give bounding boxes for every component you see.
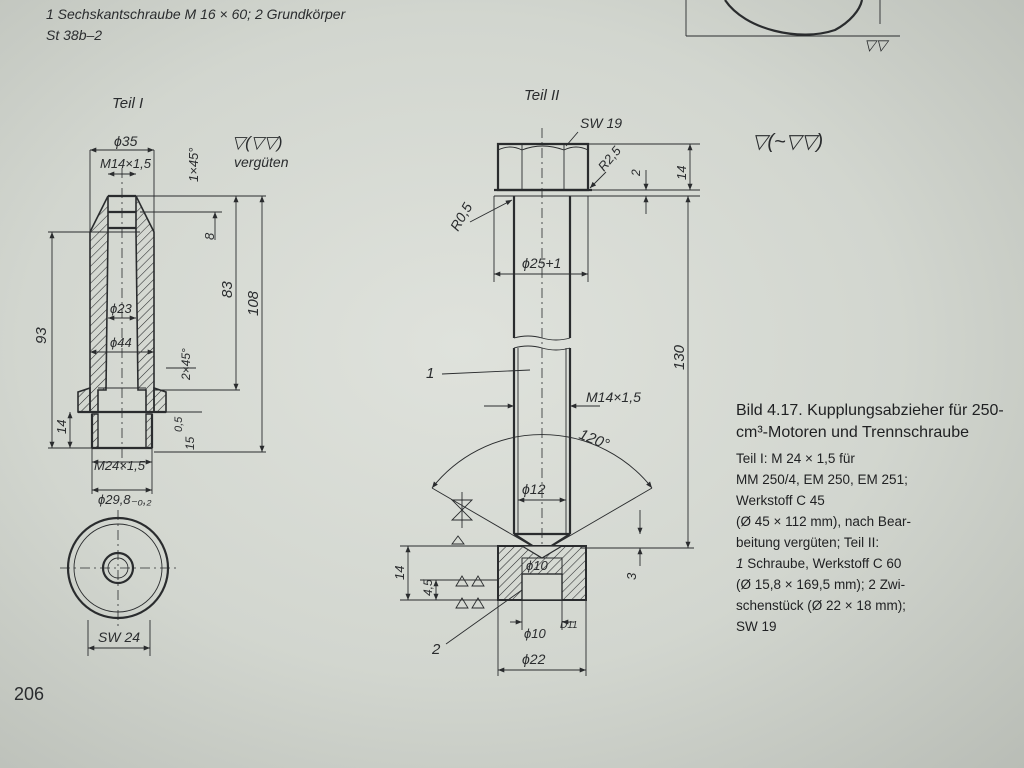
dim-thread-bottom: M24×1,5 — [94, 458, 146, 473]
part2-drawing: Teil II ▽(~▽▽) SW 19 R2,5 14 2 — [392, 87, 823, 676]
dim-d12: ϕ12 — [522, 481, 546, 497]
dim-chamfer-mid: 2×45° — [179, 348, 193, 381]
part2-label: Teil II — [524, 87, 559, 104]
pos-1: 1 — [426, 365, 434, 382]
dim-sw24: SW 24 — [98, 629, 140, 645]
header-text: 1 Sechskantschraube M 16 × 60; 2 Grundkö… — [46, 4, 345, 46]
dim-14-head: 14 — [674, 166, 689, 180]
caption-line-8: schenstück (Ø 22 × 18 mm); — [736, 598, 906, 613]
header-line-2: St 38b–2 — [46, 27, 103, 43]
dim-thread-top: M14×1,5 — [100, 156, 152, 171]
dim-r05: R0,5 — [447, 200, 476, 234]
caption-line-3: Werkstoff C 45 — [736, 493, 825, 508]
dim-chamfer-top: 1×45° — [186, 148, 201, 182]
dim-120deg: 120° — [577, 426, 612, 453]
caption-line-5: beitung vergüten; Teil II: — [736, 535, 880, 550]
dim-14-spacer: 14 — [392, 566, 407, 580]
caption-line-2: MM 250/4, EM 250, EM 251; — [736, 472, 908, 487]
dim-d10-b: ϕ10 — [524, 626, 546, 641]
caption-pos-1: 1 — [736, 556, 744, 571]
part1-drawing: Teil I ▽(▽▽) vergüten ϕ35 M14×1,5 — [33, 95, 289, 656]
dim-thread-part2: M14×1,5 — [586, 389, 641, 405]
dim-108: 108 — [245, 290, 262, 316]
caption-title: Bild 4.17. Kupplungsabzieher für 250-cm³… — [736, 402, 1004, 441]
page-number: 206 — [14, 684, 45, 704]
caption-line-6: 1 Schraube, Werkstoff C 60 — [736, 553, 1016, 574]
dim-r25: R2,5 — [595, 143, 625, 174]
dim-d44: ϕ44 — [110, 335, 132, 350]
part1-label: Teil I — [112, 95, 143, 112]
header-line-1: 1 Sechskantschraube M 16 × 60; 2 Grundkö… — [46, 6, 346, 22]
caption-line-9: SW 19 — [736, 619, 777, 634]
caption-line-4: (Ø 45 × 112 mm), nach Bear- — [736, 514, 911, 529]
dim-93: 93 — [33, 327, 50, 344]
caption-body: Teil I: M 24 × 1,5 für MM 250/4, EM 250,… — [736, 448, 1016, 637]
top-partial-view: ▽▽ — [685, 0, 900, 54]
dim-d298: ϕ29,8₋₀,₂ — [98, 492, 151, 507]
caption-line-7: (Ø 15,8 × 169,5 mm); 2 Zwi- — [736, 577, 906, 592]
dim-sw19: SW 19 — [580, 115, 622, 131]
surface-symbol-top: ▽▽ — [864, 37, 890, 54]
dim-d25: ϕ25+1 — [522, 255, 561, 271]
dim-14-part1: 14 — [54, 420, 69, 434]
dim-130: 130 — [671, 344, 688, 370]
dim-3: 3 — [624, 572, 639, 580]
figure-caption: Bild 4.17. Kupplungsabzieher für 250-cm³… — [736, 400, 1016, 637]
dim-fit-d11: D11 — [560, 620, 578, 631]
dim-d10-a: ϕ10 — [526, 558, 548, 573]
pos-2: 2 — [431, 641, 441, 658]
part1-treatment: vergüten — [234, 154, 289, 170]
dim-05: 0,5 — [173, 416, 185, 432]
part1-surface-symbol: ▽(▽▽) — [232, 133, 283, 152]
dim-d23: ϕ23 — [110, 301, 132, 316]
caption-line-6-text: Schraube, Werkstoff C 60 — [747, 556, 902, 571]
dim-45: 4,5 — [421, 579, 435, 596]
part2-surface-symbol: ▽(~▽▽) — [752, 131, 823, 153]
dim-83: 83 — [219, 281, 236, 298]
dim-8: 8 — [202, 232, 217, 240]
dim-2-head: 2 — [629, 169, 643, 177]
caption-line-1: Teil I: M 24 × 1,5 für — [736, 451, 855, 466]
dim-d35: ϕ35 — [114, 133, 138, 149]
dim-d22: ϕ22 — [522, 651, 546, 667]
dim-15: 15 — [183, 436, 197, 450]
